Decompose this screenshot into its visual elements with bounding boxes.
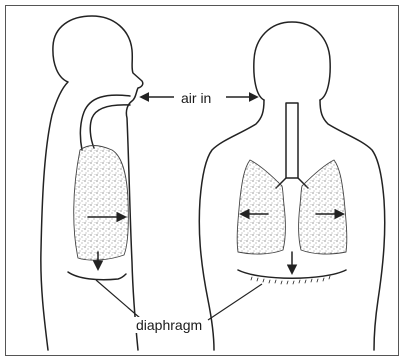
diaphragm-label: diaphragm xyxy=(134,317,204,333)
front-trachea xyxy=(286,103,298,178)
diaphragm-leaders xyxy=(96,280,262,320)
air-in-label: air in xyxy=(178,90,214,106)
front-view-figure xyxy=(199,22,384,350)
diaphragm-leader-right xyxy=(208,284,262,320)
front-torso-outline xyxy=(199,100,384,350)
front-head-neck xyxy=(254,22,330,100)
side-airway xyxy=(80,95,130,150)
side-lung xyxy=(74,146,129,261)
side-diaphragm xyxy=(68,272,126,280)
front-right-lung xyxy=(299,160,347,254)
front-left-lung xyxy=(237,160,285,254)
side-view-figure xyxy=(41,16,143,350)
